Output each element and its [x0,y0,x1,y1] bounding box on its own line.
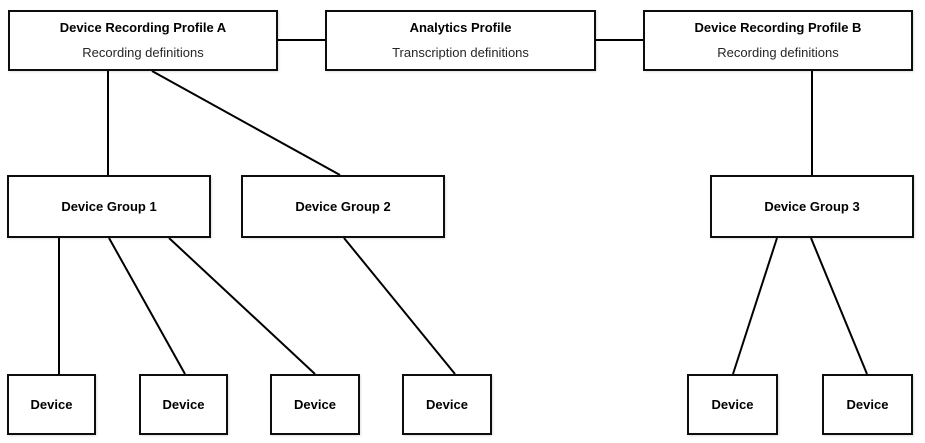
node-device-6: Device [822,374,913,435]
connector-profile-a-group2 [151,70,341,176]
node-title: Device [711,396,754,412]
node-device-recording-profile-a: Device Recording Profile A Recording def… [8,10,278,71]
node-subtitle: Recording definitions [717,45,839,60]
node-device-1: Device [7,374,96,435]
node-title: Device Group 1 [61,198,157,214]
node-device-3: Device [270,374,360,435]
node-subtitle: Transcription definitions [392,45,529,60]
node-title: Device Group 3 [764,198,860,214]
node-title: Device [426,396,468,412]
node-title: Device Recording Profile B [694,20,862,35]
node-title: Analytics Profile [409,20,512,35]
node-device-recording-profile-b: Device Recording Profile B Recording def… [643,10,913,71]
node-device-group-2: Device Group 2 [241,175,445,238]
node-analytics-profile: Analytics Profile Transcription definiti… [325,10,596,71]
node-device-group-3: Device Group 3 [710,175,914,238]
node-title: Device [162,396,205,412]
connector-group3-device5 [732,237,778,375]
connector-group3-device6 [810,237,868,375]
node-title: Device Group 2 [295,198,391,214]
node-title: Device [846,396,889,412]
node-title: Device [294,396,336,412]
node-title: Device [30,396,73,412]
node-device-5: Device [687,374,778,435]
connector-group1-device3 [168,237,316,375]
connector-group2-device4 [343,237,456,375]
node-device-group-1: Device Group 1 [7,175,211,238]
node-device-4: Device [402,374,492,435]
node-title: Device Recording Profile A [59,20,227,35]
node-device-2: Device [139,374,228,435]
node-subtitle: Recording definitions [82,45,204,60]
connector-group1-device2 [108,237,186,375]
